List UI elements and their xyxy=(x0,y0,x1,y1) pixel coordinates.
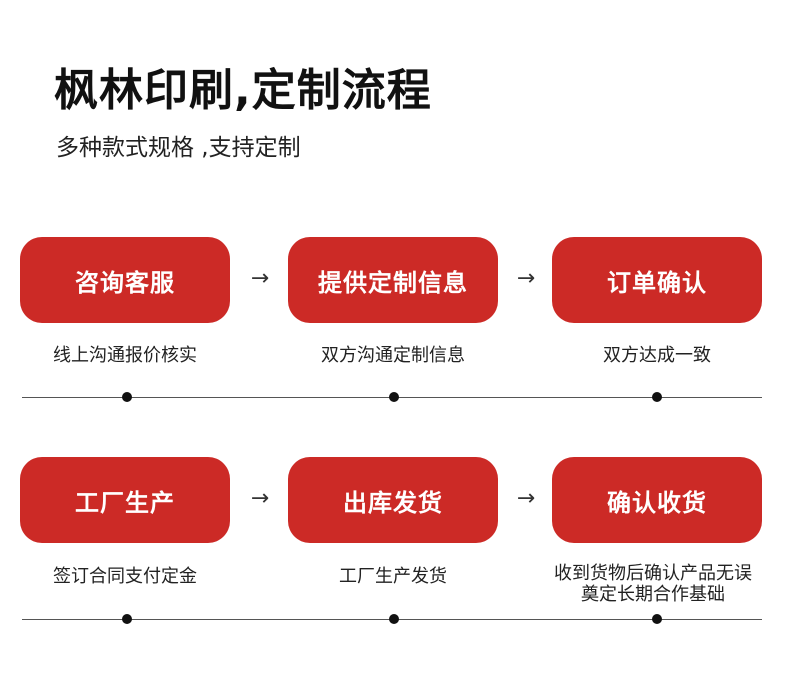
step-provide-custom-info: 提供定制信息 xyxy=(288,237,498,323)
step-description: 线上沟通报价核实 xyxy=(53,345,197,366)
arrow-right-icon: → xyxy=(250,266,270,291)
step-description: 工厂生产发货 xyxy=(339,566,447,587)
step-description-line2: 奠定长期合作基础 xyxy=(581,584,725,605)
page-subtitle: 多种款式规格 ,支持定制 xyxy=(56,135,301,161)
page-title: 枫林印刷,定制流程 xyxy=(54,65,432,116)
step-shipping: 出库发货 xyxy=(288,457,498,543)
arrow-right-icon: → xyxy=(250,486,270,511)
step-description: 签订合同支付定金 xyxy=(53,566,197,587)
step-confirm-receipt: 确认收货 xyxy=(552,457,762,543)
timeline-dot xyxy=(652,614,662,624)
timeline-dot xyxy=(122,392,132,402)
step-factory-production: 工厂生产 xyxy=(20,457,230,543)
step-consult-service: 咨询客服 xyxy=(20,237,230,323)
step-description: 双方沟通定制信息 xyxy=(321,345,465,366)
timeline-dot xyxy=(652,392,662,402)
timeline-dot xyxy=(122,614,132,624)
arrow-right-icon: → xyxy=(516,266,536,291)
step-description-line1: 收到货物后确认产品无误 xyxy=(554,563,752,584)
arrow-right-icon: → xyxy=(516,486,536,511)
timeline-dot xyxy=(389,392,399,402)
step-order-confirm: 订单确认 xyxy=(552,237,762,323)
timeline-dot xyxy=(389,614,399,624)
step-description: 双方达成一致 xyxy=(603,345,711,366)
